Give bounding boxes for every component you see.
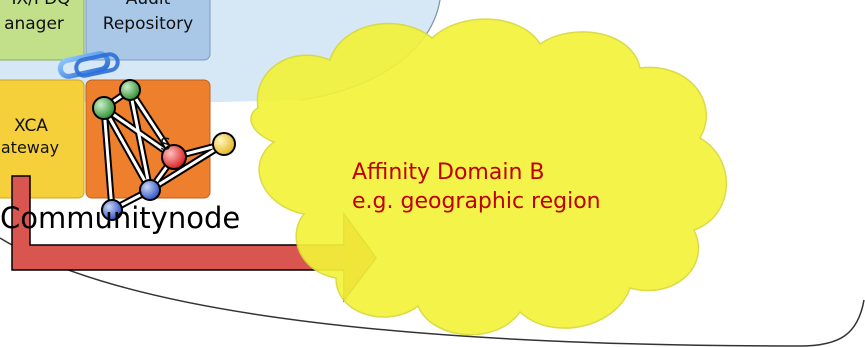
tile-xca-line1: XCA xyxy=(14,116,48,136)
tile-pix-pdq xyxy=(0,0,85,61)
tile-audit-line1: Audit xyxy=(86,0,210,10)
tile-xca-gateway-label: XCA ateway xyxy=(0,116,82,158)
tile-pix-pdq-label: IX/PDQ anager xyxy=(0,0,82,35)
tile-audit-repository xyxy=(85,0,211,61)
tile-hidden-letter: S xyxy=(160,135,171,155)
tile-audit-line2: Repository xyxy=(102,14,194,34)
tile-pix-pdq-line2: anager xyxy=(4,14,64,34)
chain-link-icon xyxy=(57,51,120,79)
tile-xca-line2: ateway xyxy=(0,138,60,157)
tile-pix-pdq-line1: IX/PDQ xyxy=(0,0,82,10)
community-node-label: Communitynode xyxy=(0,201,241,235)
affinity-domain-b-cloud xyxy=(250,18,727,336)
affinity-domain-b-label: Affinity Domain B e.g. geographic region xyxy=(352,158,601,216)
affinity-domain-b-subtitle: e.g. geographic region xyxy=(352,189,601,214)
network-molecule-icon xyxy=(92,79,236,221)
tile-xca-gateway xyxy=(0,79,85,199)
outer-domain-ellipse xyxy=(0,237,865,347)
tile-audit-repository-label: Audit Repository xyxy=(86,0,210,35)
affinity-domain-b-title: Affinity Domain B xyxy=(352,160,545,185)
